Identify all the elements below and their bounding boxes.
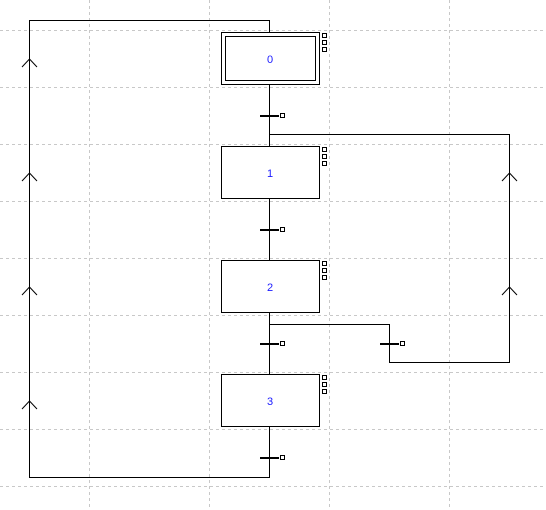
- up-arrow-icon: [501, 286, 518, 296]
- up-arrow-icon: [21, 286, 38, 296]
- step-label: 2: [267, 282, 273, 294]
- branch-step2-to-step1: [269, 134, 510, 363]
- up-arrow-icon: [21, 58, 38, 68]
- steps: 0 1 2: [221, 32, 327, 427]
- step-label: 1: [267, 168, 273, 180]
- condition-marker-icon: [400, 341, 405, 346]
- transition-2-3[interactable]: [260, 341, 285, 346]
- transition-1-2[interactable]: [260, 227, 285, 232]
- up-arrow-icon: [501, 172, 518, 182]
- step-box: [221, 146, 320, 199]
- transition-3-0[interactable]: [260, 455, 285, 460]
- step-0[interactable]: 0: [221, 32, 327, 85]
- step-box: [221, 260, 320, 313]
- step-box-inner: [225, 36, 316, 81]
- transition-2-1[interactable]: [380, 341, 405, 346]
- action-markers-icon: [322, 147, 327, 166]
- action-markers-icon: [322, 33, 327, 52]
- action-markers-icon: [322, 261, 327, 280]
- transitions: [260, 113, 405, 460]
- condition-marker-icon: [280, 455, 285, 460]
- step-3[interactable]: 3: [221, 374, 327, 427]
- transition-0-1[interactable]: [260, 113, 285, 118]
- step-box: [221, 374, 320, 427]
- up-arrow-icon: [21, 400, 38, 410]
- action-markers-icon: [322, 375, 327, 394]
- flow-arrows: [21, 58, 518, 410]
- loop-step3-to-step0: [29, 20, 270, 478]
- condition-marker-icon: [280, 341, 285, 346]
- step-label: 3: [267, 396, 273, 408]
- up-arrow-icon: [21, 172, 38, 182]
- condition-marker-icon: [280, 113, 285, 118]
- condition-marker-icon: [280, 227, 285, 232]
- step-label: 0: [267, 54, 273, 66]
- step-1[interactable]: 1: [221, 146, 327, 199]
- step-2[interactable]: 2: [221, 260, 327, 313]
